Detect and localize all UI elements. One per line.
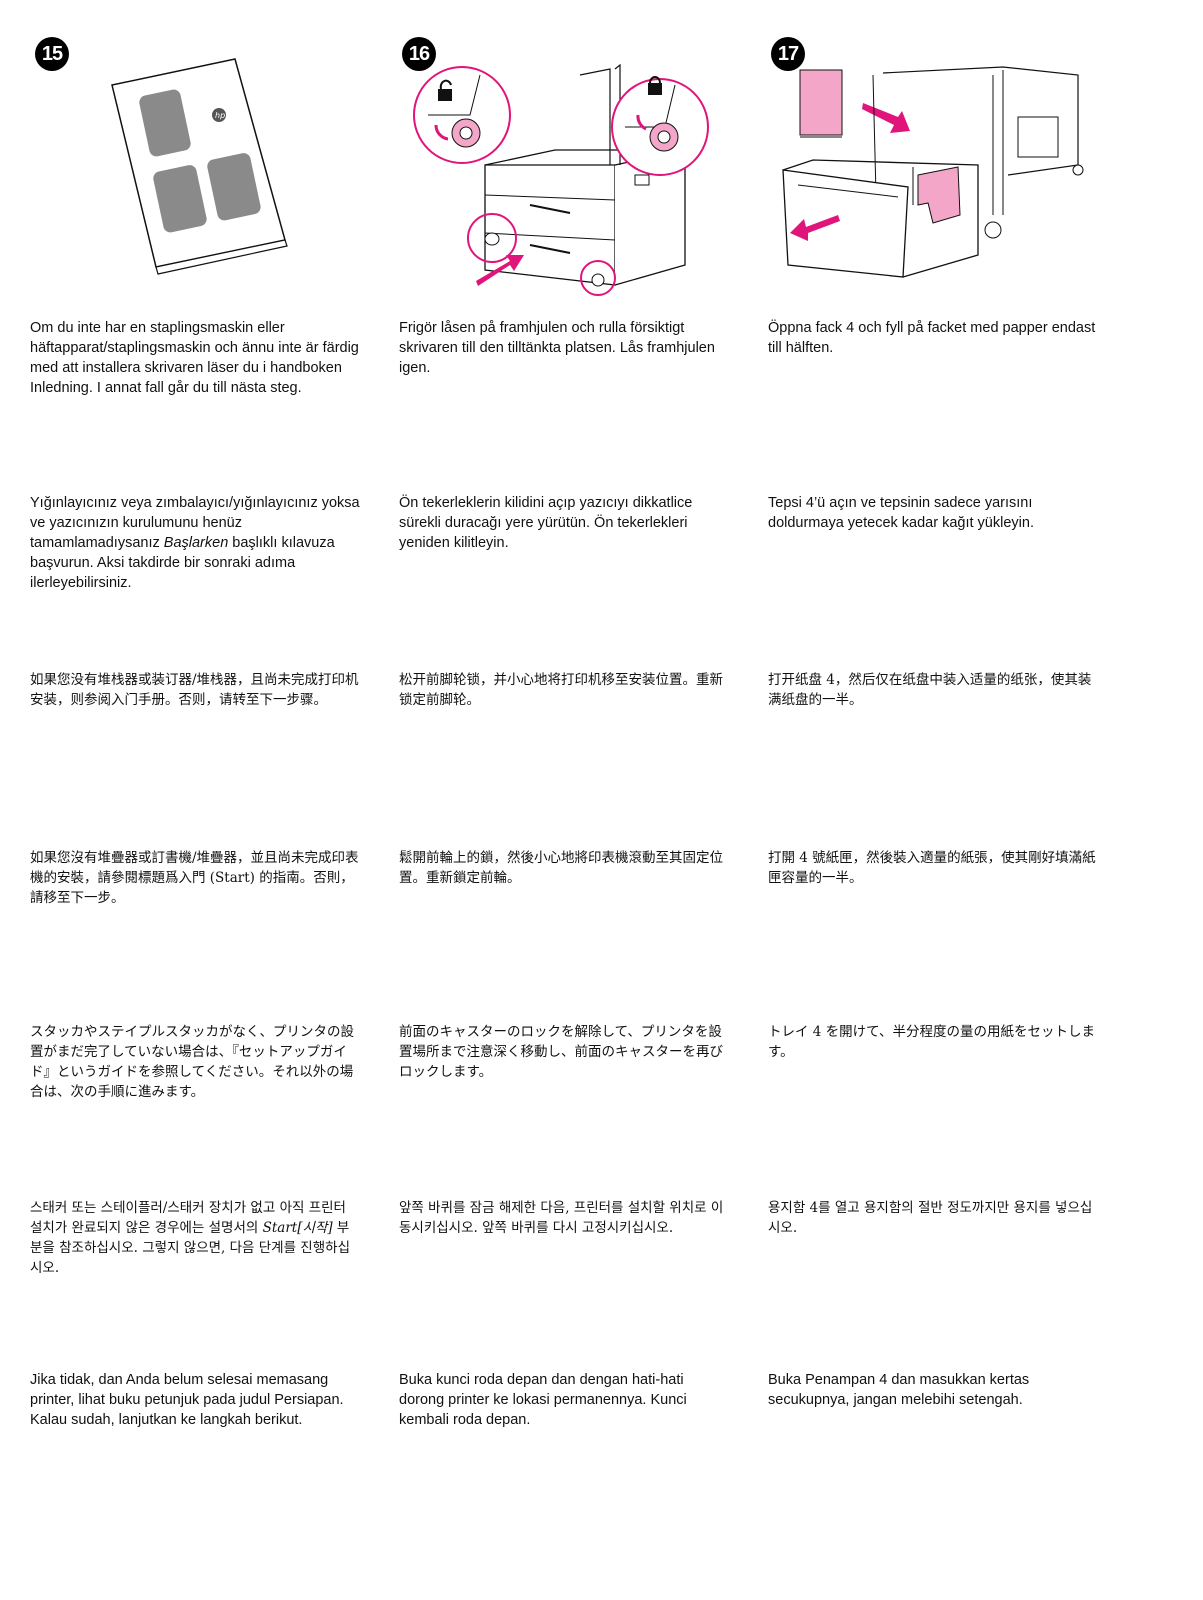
step-16-badge: 16 (402, 37, 436, 71)
step-17-indonesian: Buka Penampan 4 dan masukkan kertas secu… (768, 1372, 1030, 1408)
step-15-turkish-guide-title: Başlarken (163, 535, 229, 551)
step-16-chinese-traditional: 鬆開前輪上的鎖，然後小心地將印表機滾動至其固定位置。重新鎖定前輪。 (399, 850, 723, 886)
step-17-chinese-simplified: 打开纸盘 4，然后仅在纸盘中装入适量的纸张，使其装满纸盘的一半。 (768, 672, 1092, 708)
step-15-chinese-simplified: 如果您没有堆栈器或装订器/堆栈器，且尚未完成打印机安装，则参阅入门手册。否则，请… (30, 672, 359, 708)
step-17-swedish: Öppna fack 4 och fyll på facket med papp… (768, 320, 1096, 356)
step-16-swedish: Frigör låsen på framhjulen och rulla för… (399, 320, 715, 376)
step-15-korean: 스태커 또는 스테이플러/스태커 장치가 없고 아직 프린터 설치가 완료되지 … (30, 1200, 350, 1276)
step-16-indonesian: Buka kunci roda depan dan dengan hati-ha… (399, 1372, 687, 1428)
step-17-japanese: トレイ 4 を開けて、半分程度の量の用紙をセットします。 (768, 1024, 1095, 1060)
printer-caster-illustration (413, 63, 709, 296)
step-15-indonesian: Jika tidak, dan Anda belum selesai memas… (30, 1372, 344, 1428)
manual-book-icon: hp (111, 58, 288, 275)
step-15-swedish: Om du inte har en staplingsmaskin eller … (30, 320, 359, 396)
step-17-chinese-traditional: 打開 4 號紙匣，然後裝入適量的紙張，使其剛好填滿紙匣容量的一半。 (768, 850, 1096, 886)
step-16-japanese: 前面のキャスターのロックを解除して、プリンタを設置場所まで注意深く移動し、前面の… (399, 1024, 723, 1080)
step-15-badge: 15 (35, 37, 69, 71)
step-15-chinese-traditional: 如果您沒有堆疊器或訂書機/堆疊器，並且尚未完成印表機的安裝，請參閱標題爲入門 (… (30, 850, 359, 906)
step-15-japanese: スタッカやステイプルスタッカがなく、プリンタの設置がまだ完了していない場合は、『… (30, 1024, 354, 1100)
step-16-chinese-simplified: 松开前脚轮锁，并小心地将打印机移至安装位置。重新锁定前脚轮。 (399, 672, 723, 708)
step-15-turkish: Yığınlayıcınız veya zımbalayıcı/yığınlay… (30, 495, 360, 591)
step-16-turkish: Ön tekerleklerin kilidini açıp yazıcıyı … (399, 495, 693, 551)
svg-text:hp: hp (215, 111, 225, 120)
tray-open-illustration (782, 66, 1084, 278)
step-17-turkish: Tepsi 4’ü açın ve tepsinin sadece yarısı… (768, 495, 1034, 531)
step-17-badge: 17 (771, 37, 805, 71)
step-16-korean: 앞쪽 바퀴를 잠금 해제한 다음, 프린터를 설치할 위치로 이동시키십시오. … (399, 1200, 724, 1236)
step-17-korean: 용지함 4를 열고 용지함의 절반 정도까지만 용지를 넣으십시오. (768, 1200, 1093, 1236)
step-15-korean-guide-title: Start[시작] (262, 1220, 333, 1236)
